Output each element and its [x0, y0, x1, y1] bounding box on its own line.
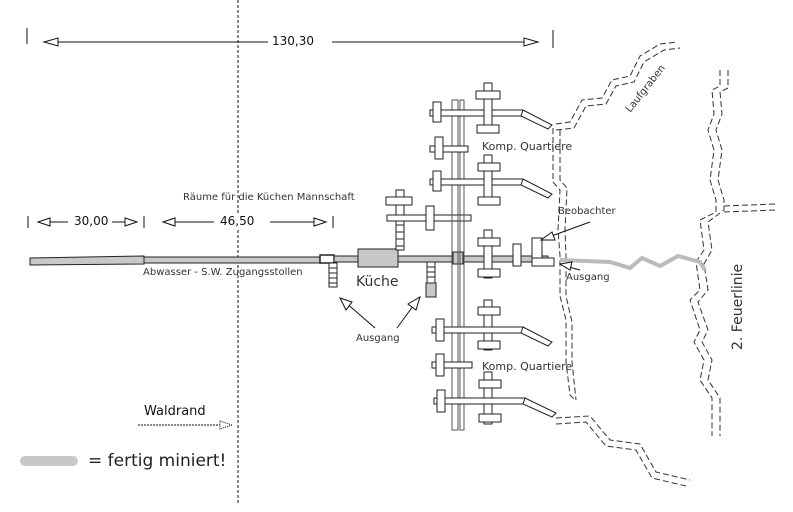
exit-kitchen-label: Ausgang [356, 333, 400, 344]
dimension-30-label: 30,00 [70, 214, 113, 228]
dimension-segments [27, 216, 334, 228]
main-gallery [29, 248, 549, 268]
annotation-arrows [339, 221, 591, 329]
kitchen-crew-rooms [385, 189, 472, 231]
company-quarters-north [429, 82, 555, 279]
forest-edge-label: Waldrand [144, 404, 206, 419]
dimension-46-label: 46,50 [216, 214, 259, 228]
kitchen-label: Küche [356, 274, 399, 290]
company-quarters-south-label: Komp. Quartiere [482, 360, 573, 373]
legend-text: = fertig miniert! [88, 451, 227, 471]
sewage-tunnel-label: Abwasser - S.W. Zugangsstollen [143, 267, 303, 278]
exit-shafts [328, 209, 437, 298]
kitchen-crew-rooms-label: Räume für die Küchen Mannschaft [183, 192, 355, 203]
trench-lines [552, 41, 777, 487]
company-quarters-south [431, 299, 557, 425]
mined-trench-east [559, 253, 707, 272]
dimension-total-label: 130,30 [268, 34, 318, 48]
legend-mined-symbol [20, 456, 78, 466]
dimension-total [26, 28, 554, 48]
observer-label: Beobachter [558, 206, 616, 217]
second-fire-line-label: 2. Feuerlinie [730, 263, 746, 350]
exit-east-label: Ausgang [566, 272, 610, 283]
company-quarters-north-label: Komp. Quartiere [482, 140, 573, 153]
forest-edge-arrow [138, 420, 234, 430]
vertical-corridors [451, 99, 465, 431]
